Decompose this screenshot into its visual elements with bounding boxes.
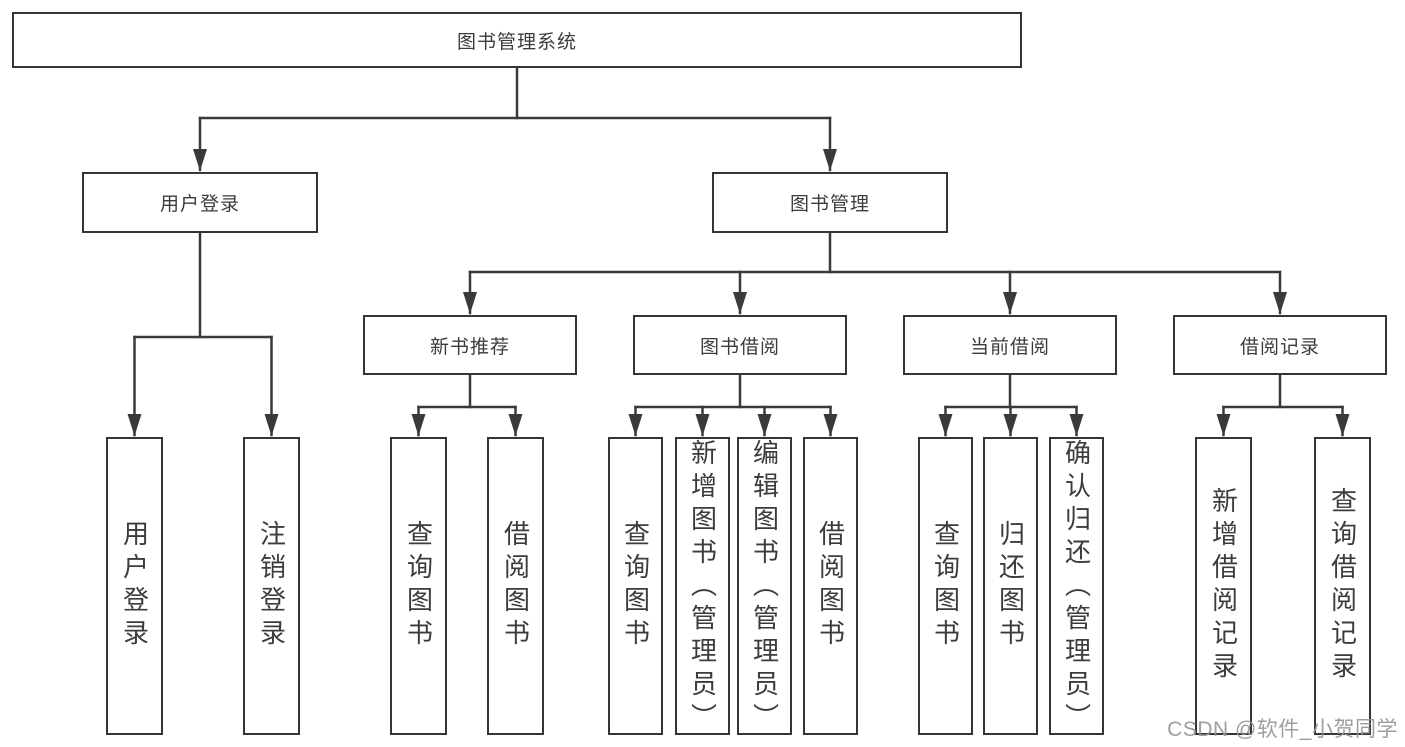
node-leaf-return-book: 归还图书: [983, 437, 1038, 735]
node-leaf-logout: 注销登录: [243, 437, 300, 735]
node-book-management: 图书管理: [712, 172, 948, 233]
node-leaf-borrow-books-recommend: 借阅图书: [487, 437, 544, 735]
node-leaf-query-books-borrow: 查询图书: [608, 437, 663, 735]
node-leaf-query-borrow-record: 查询借阅记录: [1314, 437, 1371, 735]
node-current-borrowing: 当前借阅: [903, 315, 1117, 375]
node-book-borrowing: 图书借阅: [633, 315, 847, 375]
node-library-management-system: 图书管理系统: [12, 12, 1022, 68]
node-borrowing-records: 借阅记录: [1173, 315, 1387, 375]
node-leaf-query-books-recommend: 查询图书: [390, 437, 447, 735]
node-leaf-user-login: 用户登录: [106, 437, 163, 735]
node-leaf-add-borrow-record: 新增借阅记录: [1195, 437, 1252, 735]
node-leaf-borrow-books: 借阅图书: [803, 437, 858, 735]
node-leaf-add-book-admin: 新增图书（管理员）: [675, 437, 730, 736]
csdn-watermark: CSDN @软件_小贺同学: [1167, 718, 1398, 741]
node-leaf-confirm-return-admin: 确认归还（管理员）: [1049, 437, 1104, 736]
node-leaf-edit-book-admin: 编辑图书（管理员）: [737, 437, 792, 736]
node-new-book-recommendation: 新书推荐: [363, 315, 577, 375]
node-leaf-query-books-current: 查询图书: [918, 437, 973, 735]
node-user-login: 用户登录: [82, 172, 318, 233]
